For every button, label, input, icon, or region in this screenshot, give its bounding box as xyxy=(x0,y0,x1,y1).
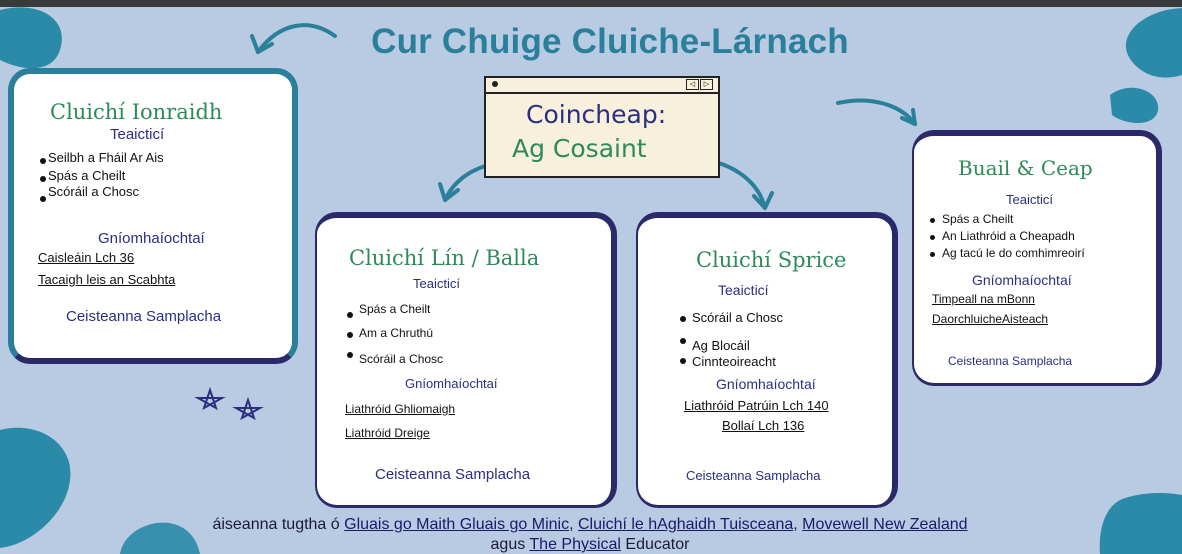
tactic-item: Spás a Cheilt xyxy=(359,302,431,316)
tactic-item: Ag tacú le do comhimreoirí xyxy=(942,246,1085,260)
source-link-1[interactable]: Gluais go Maith Gluais go Minic xyxy=(344,516,570,533)
activities-heading: Gníomhaíochtaí xyxy=(972,272,1072,288)
sample-questions[interactable]: Ceisteanna Samplacha xyxy=(948,354,1073,368)
footer-separator: , xyxy=(793,516,803,533)
source-link-2[interactable]: Cluichí le hAghaidh Tuisceana xyxy=(578,516,794,533)
bullet-icon xyxy=(680,338,686,344)
activity-link[interactable]: Timpeall na mBonn xyxy=(932,292,1035,306)
activity-link[interactable]: Caisleáin Lch 36 xyxy=(38,250,135,265)
activity-link[interactable]: Bollaí Lch 136 xyxy=(722,418,805,433)
arrow-to-card4 xyxy=(836,98,917,126)
bullet-icon xyxy=(40,158,46,164)
tactics-heading: Teaicticí xyxy=(1006,192,1053,207)
source-link-4[interactable]: The Physical xyxy=(529,536,621,553)
bullet-icon xyxy=(40,196,46,202)
activity-link[interactable]: Tacaigh leis an Scabhta xyxy=(38,272,176,287)
sample-questions[interactable]: Ceisteanna Samplacha xyxy=(66,308,222,325)
bullet-icon xyxy=(347,332,353,338)
footer-line2-suffix: Educator xyxy=(620,536,690,553)
tactic-item: Scóráil a Chosc xyxy=(48,184,140,199)
bullet-icon xyxy=(930,218,935,223)
concept-value: Ag Cosaint xyxy=(512,134,647,163)
bullet-icon xyxy=(930,252,935,257)
footer-prefix: áiseanna tugtha ó xyxy=(212,516,345,533)
bullet-icon xyxy=(680,358,686,364)
star-icon xyxy=(232,396,264,421)
tactics-heading: Teaicticí xyxy=(110,126,165,143)
tactic-item: Scóráil a Chosc xyxy=(692,310,784,325)
tactic-item: Am a Chruthú xyxy=(359,326,434,340)
card-net-wall-games: Cluichí Lín / Balla Teaicticí Spás a Che… xyxy=(315,212,617,508)
source-link-3[interactable]: Movewell New Zealand xyxy=(802,516,968,533)
activity-link[interactable]: DaorchluicheAisteach xyxy=(932,312,1049,326)
bullet-icon xyxy=(40,176,46,182)
activity-link[interactable]: Liathróid Patrúin Lch 140 xyxy=(684,398,829,413)
tactic-item: Ag Blocáil xyxy=(692,338,750,353)
tactic-item: An Liathróid a Cheapadh xyxy=(942,229,1075,243)
sources-footer: áiseanna tugtha ó Gluais go Maith Gluais… xyxy=(150,515,1030,554)
concept-label: Coincheap: xyxy=(526,100,667,129)
sample-questions[interactable]: Ceisteanna Samplacha xyxy=(375,466,531,483)
page-title: Cur Chuige Cluiche-Lárnach xyxy=(371,22,849,61)
arrow-to-card1 xyxy=(256,23,337,54)
tactic-item: Cinnteoireacht xyxy=(692,354,776,369)
activity-link[interactable]: Liathróid Dreige xyxy=(345,426,430,440)
tactic-item: Spás a Cheilt xyxy=(942,212,1014,226)
card-title: Cluichí Ionraidh xyxy=(50,100,223,124)
star-icon xyxy=(194,386,226,411)
activities-heading: Gníomhaíochtaí xyxy=(98,230,205,247)
activities-heading: Gníomhaíochtaí xyxy=(716,376,816,392)
card-title: Buail & Ceap xyxy=(958,156,1093,180)
activity-link[interactable]: Liathróid Ghliomaigh xyxy=(345,402,456,416)
card-title: Cluichí Sprice xyxy=(696,248,847,272)
forward-icon[interactable]: ▷ xyxy=(700,79,713,90)
tactic-item: Scóráil a Chosc xyxy=(359,352,444,366)
sample-questions[interactable]: Ceisteanna Samplacha xyxy=(686,468,821,483)
tactics-heading: Teaicticí xyxy=(718,282,769,298)
card-title: Cluichí Lín / Balla xyxy=(349,246,540,270)
concept-window: ◁ ▷ Coincheap: Ag Cosaint xyxy=(484,76,720,178)
bullet-icon xyxy=(680,316,686,322)
top-border xyxy=(0,0,1182,7)
bullet-icon xyxy=(930,235,935,240)
card-target-games: Cluichí Sprice Teaicticí Scóráil a Chosc… xyxy=(636,212,898,508)
tactic-item: Spás a Cheilt xyxy=(48,168,126,183)
footer-line2-prefix: agus xyxy=(490,536,530,553)
window-titlebar: ◁ ▷ xyxy=(486,78,718,94)
window-dot-icon xyxy=(492,81,498,87)
card-strike-field-games: Buail & Ceap Teaicticí Spás a Cheilt An … xyxy=(912,130,1162,386)
bullet-icon xyxy=(347,312,353,318)
footer-separator: , xyxy=(569,516,578,533)
tactics-heading: Teaicticí xyxy=(413,276,460,291)
tactic-item: Seilbh a Fháil Ar Ais xyxy=(48,150,164,165)
activities-heading: Gníomhaíochtaí xyxy=(405,376,498,391)
bullet-icon xyxy=(347,352,353,358)
back-icon[interactable]: ◁ xyxy=(686,79,699,90)
card-invasion-games: Cluichí Ionraidh Teaicticí Seilbh a Fhái… xyxy=(8,68,298,364)
